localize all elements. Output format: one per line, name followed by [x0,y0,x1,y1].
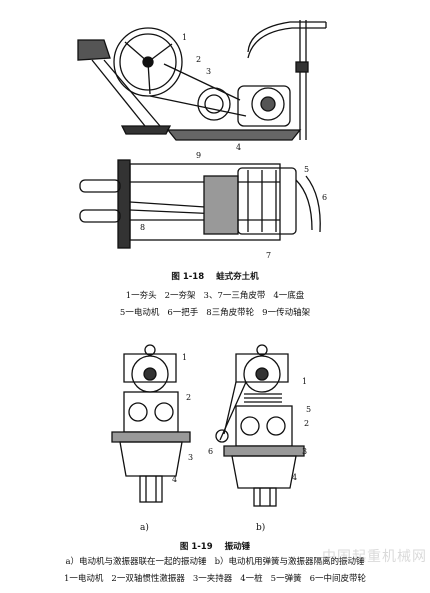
legend-item: 3、7一三角皮带 [203,291,266,301]
callout-1-18-8: 8 [140,223,145,232]
figure-1-18-caption: 图 1-18 蛙式夯土机 [0,272,430,282]
legend-item: 9一传动轴架 [262,308,311,318]
watermark: 中国起重机械网 [322,549,427,565]
callout-1-18-4: 4 [236,143,241,152]
legend-item: 1一电动机 [63,574,104,584]
callout-1-19b-6: 6 [208,447,213,456]
figure-1-19-number: 图 1-19 [179,542,213,552]
legend-item: 6一中间皮带轮 [309,574,367,584]
callout-1-18-9: 9 [196,151,201,160]
subfigure-a-label: a) [140,522,149,533]
hammer-a [111,344,191,503]
legend-item: 8三角皮带轮 [206,308,255,318]
legend-item: 5一电动机 [119,308,160,318]
figure-1-18-legend-row-1: 1一夯头 2一夯架 3、7一三角皮带 4一底盘 [0,291,430,302]
legend-item: 1一夯头 [125,291,157,301]
fig19-callouts: 1 2 3 4 1 5 2 3 4 6 a) b) [140,353,311,533]
legend-item: a）电动机与激振器联在一起的振动锤 [65,557,207,567]
frog-rammer-drawing: 1 2 3 4 9 5 6 8 7 [77,20,327,260]
rammer-plan-view [79,159,321,249]
hammer-b [215,344,305,507]
subfigure-b-label: b) [256,522,265,533]
callout-1-19b-5: 5 [306,405,311,414]
callout-1-18-5: 5 [304,165,309,174]
figure-1-19-legend-row-1: a）电动机与激振器联在一起的振动锤 b）电动机用弹簧与激振器隔离的振动锤 [0,557,430,568]
callout-1-18-7: 7 [266,251,271,260]
figure-1-18-number: 图 1-18 [171,272,205,282]
callout-1-19a-4: 4 [172,475,177,484]
callout-1-19a-3: 3 [188,453,193,462]
legend-item: 2一双轴惯性激振器 [111,574,185,584]
figure-1-18-legend-row-2: 5一电动机 6一把手 8三角皮带轮 9一传动轴架 [0,308,430,319]
legend-item: 4一底盘 [273,291,305,301]
legend-item: b）电动机用弹簧与激振器隔离的振动锤 [214,557,365,567]
callout-1-19b-3: 3 [302,447,307,456]
legend-item: 6一把手 [167,308,199,318]
callout-1-19a-2: 2 [186,393,191,402]
figure-1-19-legend-row-2: 1一电动机 2一双轴惯性激振器 3一夹持器 4一桩 5一弹簧 6一中间皮带轮 [0,574,430,585]
callout-1-19a-1: 1 [182,353,187,362]
figure-1-19-title: 振动锤 [224,542,251,552]
vibratory-hammer-drawing: 1 2 3 4 1 5 2 3 4 6 a) b) [111,344,311,533]
legend-item: 3一夹持器 [192,574,233,584]
legend-item: 5一弹簧 [270,574,302,584]
callout-1-18-2: 2 [196,55,201,64]
fig18-callouts: 1 2 3 4 9 5 6 8 7 [140,33,327,260]
legend-item: 4一桩 [240,574,263,584]
callout-1-19b-1: 1 [302,377,307,386]
callout-1-19b-4: 4 [292,473,297,482]
callout-1-18-3: 3 [206,67,211,76]
callout-1-18-6: 6 [322,193,327,202]
callout-1-19b-2: 2 [304,419,309,428]
rammer-side-view [77,20,327,141]
callout-1-18-1: 1 [182,33,187,42]
figure-1-19-caption: 图 1-19 振动锤 [0,542,430,552]
figure-1-18-title: 蛙式夯土机 [216,272,259,282]
legend-item: 2一夯架 [164,291,196,301]
